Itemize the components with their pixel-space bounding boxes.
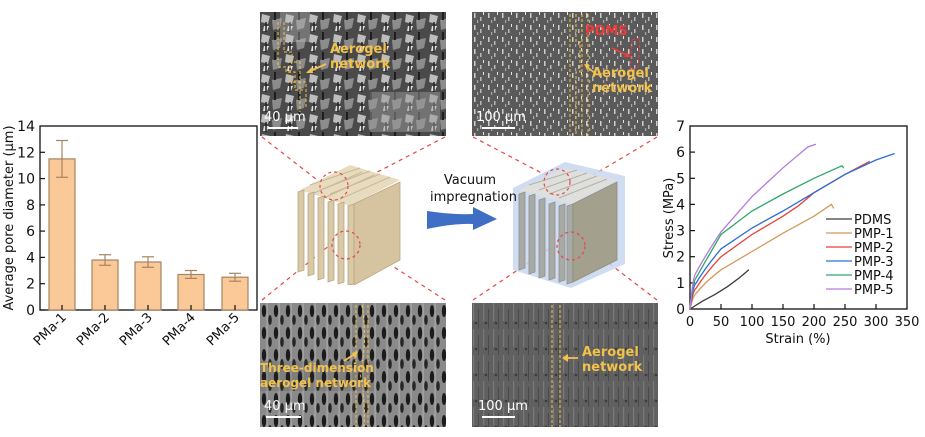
curve-pdms xyxy=(689,269,750,310)
error-bars xyxy=(56,139,241,282)
scale-bar xyxy=(482,127,515,129)
line-chart-xlabel: Strain (%) xyxy=(765,332,830,347)
annotation-aerogel-network: Aerogel network xyxy=(330,42,391,72)
svg-text:PMP-2: PMP-2 xyxy=(854,241,894,256)
stress-strain-curves xyxy=(689,143,895,310)
aerogel-scaffold-illustration xyxy=(297,165,401,285)
svg-text:350: 350 xyxy=(895,315,920,330)
bar-chart-ytick-labels: 0 2 4 6 8 10 12 14 xyxy=(17,119,35,319)
curve-pmp-5 xyxy=(689,143,817,310)
svg-text:PMP-3: PMP-3 xyxy=(854,255,894,270)
svg-text:6: 6 xyxy=(676,145,685,161)
scale-bar xyxy=(266,416,301,418)
line-chart-ytick-labels: 0 1 2 3 4 5 6 7 xyxy=(676,119,685,318)
bar-chart-xticks xyxy=(61,305,236,310)
scale-bar-label: 100 µm xyxy=(478,399,528,414)
line-chart-xtick-labels: 0 50 100 150 200 250 300 350 xyxy=(686,315,920,330)
curve-pmp-2 xyxy=(689,160,871,310)
svg-text:1: 1 xyxy=(676,276,685,292)
annotation-aerogel-network: Aerogel network xyxy=(592,66,653,96)
process-arrow-icon xyxy=(427,207,497,230)
bar-chart-ylabel: Average pore diameter (μm) xyxy=(2,125,17,310)
svg-text:7: 7 xyxy=(676,119,685,135)
line-chart-yticks xyxy=(690,151,695,284)
annotation-pdms: PDMS xyxy=(585,24,628,39)
svg-text:PMP-1: PMP-1 xyxy=(854,227,894,242)
sem-image-bottom-right: Aerogel network 100 µm xyxy=(472,303,658,427)
annotation-three-dimension-network: Three-dimension aerogel network xyxy=(260,361,374,391)
svg-text:2: 2 xyxy=(676,250,685,266)
scale-bar-label: 40 µm xyxy=(264,110,306,125)
process-label: Vacuum impregnation xyxy=(430,173,517,205)
sem-image-top-right: PDMS Aerogel network 100 µm xyxy=(472,12,658,136)
svg-text:0: 0 xyxy=(686,315,694,330)
svg-text:200: 200 xyxy=(802,315,827,330)
line-chart-xticks xyxy=(720,304,877,309)
svg-text:250: 250 xyxy=(833,315,858,330)
svg-text:4: 4 xyxy=(26,250,35,266)
svg-text:PMP-4: PMP-4 xyxy=(854,269,894,284)
svg-text:50: 50 xyxy=(713,315,730,330)
scale-bar xyxy=(482,416,515,418)
scale-bar-label: 100 µm xyxy=(476,110,526,125)
svg-text:6: 6 xyxy=(26,224,35,240)
curve-pmp-4 xyxy=(689,165,845,310)
pore-diameter-bar-chart: Average pore diameter (μm) 0 2 4 6 8 10 … xyxy=(2,119,258,349)
sem-image-bottom-left: Three-dimension aerogel network 40 µm xyxy=(260,303,446,427)
scale-bar-label: 40 µm xyxy=(264,399,306,414)
svg-text:150: 150 xyxy=(771,315,796,330)
svg-text:300: 300 xyxy=(864,315,889,330)
bar-pma-1 xyxy=(48,158,76,311)
sem-image-top-left: Aerogel network 40 µm xyxy=(260,12,446,136)
annotation-aerogel-network: Aerogel network xyxy=(582,345,643,375)
svg-text:0: 0 xyxy=(26,303,35,319)
svg-text:12: 12 xyxy=(17,145,35,161)
svg-text:4: 4 xyxy=(676,197,685,213)
line-chart-ylabel: Stress (MPa) xyxy=(662,178,677,259)
svg-text:10: 10 xyxy=(17,172,35,188)
svg-text:PDMS: PDMS xyxy=(854,213,891,228)
bar-chart-yticks xyxy=(40,151,45,311)
svg-text:8: 8 xyxy=(26,198,35,214)
impregnated-composite-illustration xyxy=(513,162,625,288)
svg-text:PMP-5: PMP-5 xyxy=(854,283,894,298)
stress-strain-chart: Stress (MPa) 0 1 2 3 4 5 6 7 0 50 100 15… xyxy=(662,119,920,347)
svg-text:100: 100 xyxy=(740,315,765,330)
svg-text:5: 5 xyxy=(676,171,685,187)
line-chart-frame xyxy=(689,125,908,310)
svg-text:2: 2 xyxy=(26,277,35,293)
line-chart-legend: PDMS PMP-1 PMP-2 PMP-3 PMP-4 PMP-5 xyxy=(826,213,894,298)
scale-bar xyxy=(268,127,298,129)
curve-pmp-1 xyxy=(689,203,835,310)
svg-text:14: 14 xyxy=(17,119,35,135)
svg-text:3: 3 xyxy=(676,224,685,240)
svg-text:0: 0 xyxy=(676,302,685,318)
